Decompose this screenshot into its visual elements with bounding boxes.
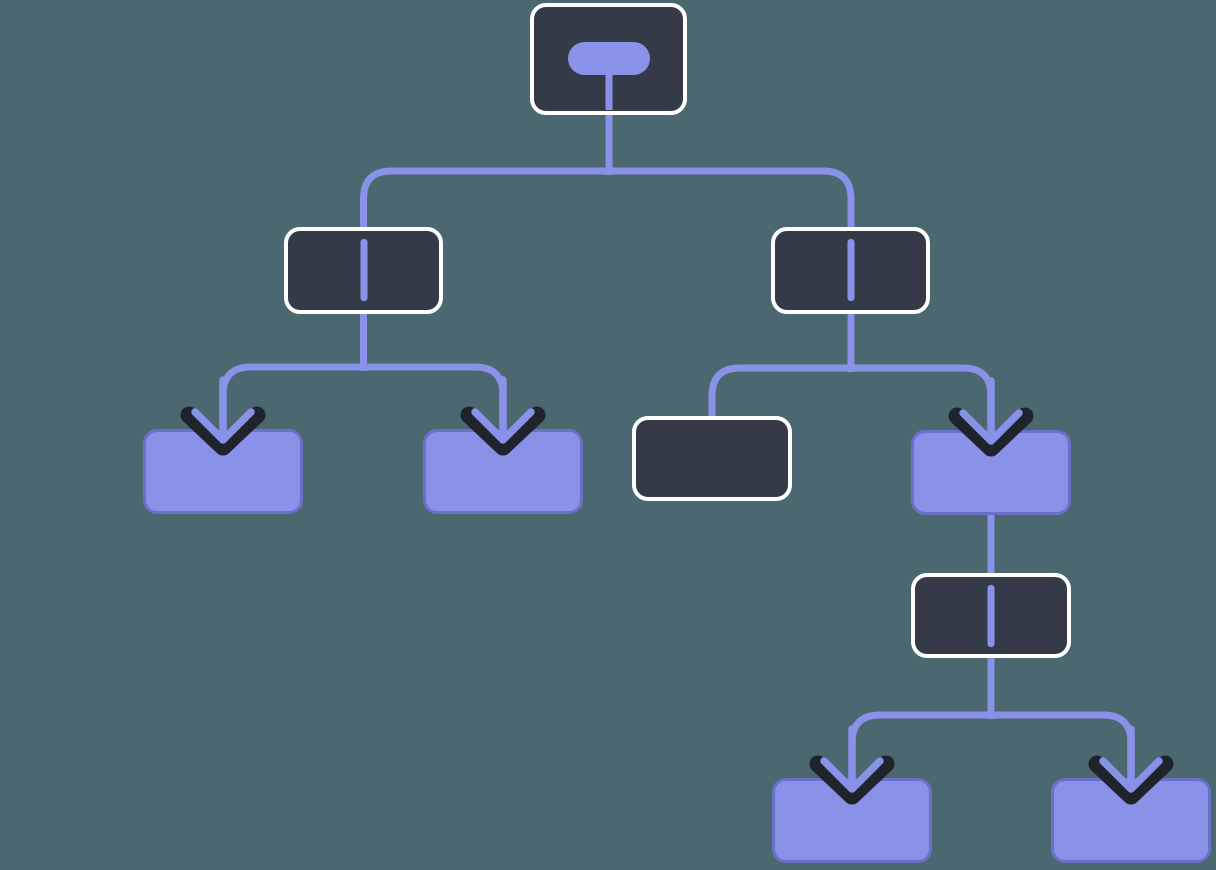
vertical-line-icon <box>847 239 854 301</box>
node-leaf-3[interactable] <box>911 430 1071 515</box>
node-leaf-5[interactable] <box>1051 778 1211 863</box>
pill-stem <box>605 71 612 110</box>
vertical-line-icon <box>360 239 367 301</box>
node-plain[interactable] <box>632 416 792 501</box>
pill-icon <box>567 42 650 75</box>
connector-bus-left-subtree <box>219 363 507 438</box>
node-leaf-2[interactable] <box>423 429 583 514</box>
node-branch-right[interactable] <box>771 227 930 314</box>
node-branch-lower[interactable] <box>911 573 1071 658</box>
node-root[interactable] <box>530 3 687 115</box>
node-leaf-1[interactable] <box>143 429 303 514</box>
vertical-line-icon <box>987 585 995 647</box>
connector-bus-level2 <box>360 167 855 230</box>
node-branch-left[interactable] <box>284 227 443 314</box>
node-leaf-4[interactable] <box>772 778 932 863</box>
